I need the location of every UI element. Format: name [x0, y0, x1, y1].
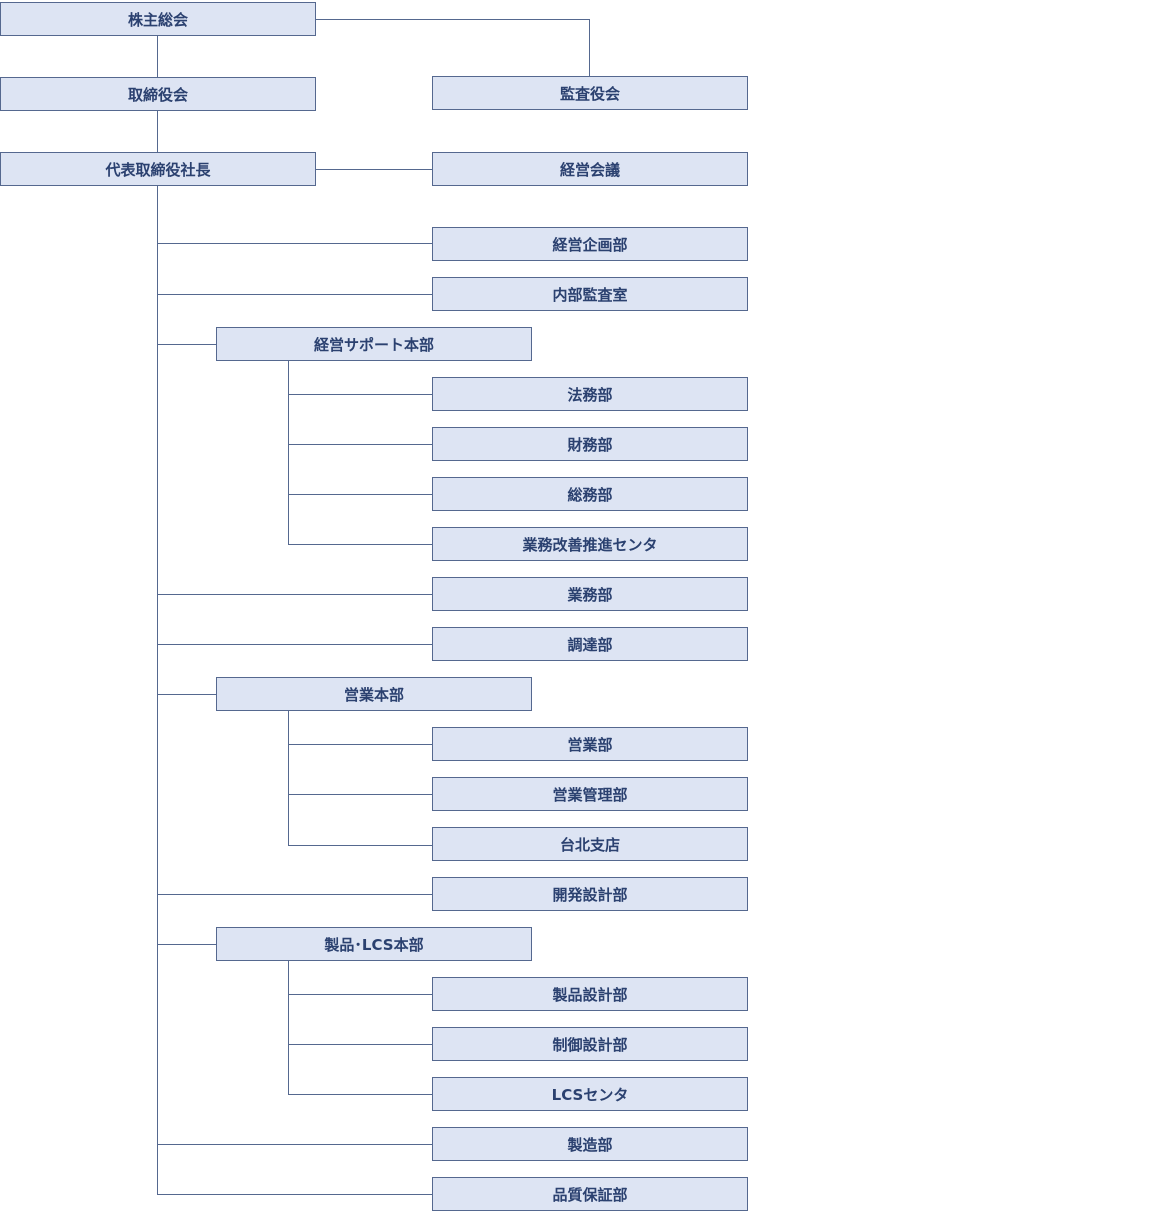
connector-line — [589, 19, 590, 76]
connector-line — [288, 1094, 432, 1095]
connector-line — [157, 111, 158, 152]
connector-line — [288, 494, 432, 495]
connector-line — [288, 361, 289, 544]
node-development-design: 開発設計部 — [432, 877, 748, 911]
node-sales-management: 営業管理部 — [432, 777, 748, 811]
connector-line — [288, 744, 432, 745]
node-management-support-hq: 経営サポート本部 — [216, 327, 532, 361]
node-product-design: 製品設計部 — [432, 977, 748, 1011]
connector-line — [316, 169, 432, 170]
node-lcs-center: LCSセンタ — [432, 1077, 748, 1111]
connector-line — [288, 961, 289, 1094]
node-audit-board: 監査役会 — [432, 76, 748, 110]
node-board-of-directors: 取締役会 — [0, 77, 316, 111]
node-taipei-branch: 台北支店 — [432, 827, 748, 861]
connector-line — [288, 544, 432, 545]
node-operations: 業務部 — [432, 577, 748, 611]
node-internal-audit: 内部監査室 — [432, 277, 748, 311]
connector-line — [157, 644, 432, 645]
node-legal: 法務部 — [432, 377, 748, 411]
node-general-affairs: 総務部 — [432, 477, 748, 511]
node-sales: 営業部 — [432, 727, 748, 761]
connector-line — [157, 344, 216, 345]
connector-line — [288, 845, 432, 846]
node-sales-hq: 営業本部 — [216, 677, 532, 711]
connector-line — [157, 36, 158, 77]
connector-line — [157, 694, 216, 695]
connector-line — [157, 294, 432, 295]
node-business-improvement-center: 業務改善推進センタ — [432, 527, 748, 561]
connector-line — [316, 19, 590, 20]
connector-line — [157, 243, 432, 244]
node-procurement: 調達部 — [432, 627, 748, 661]
connector-line — [288, 711, 289, 845]
node-finance: 財務部 — [432, 427, 748, 461]
node-management-meeting: 経営会議 — [432, 152, 748, 186]
connector-line — [288, 394, 432, 395]
node-control-design: 制御設計部 — [432, 1027, 748, 1061]
node-product-lcs-hq: 製品･LCS本部 — [216, 927, 532, 961]
node-manufacturing: 製造部 — [432, 1127, 748, 1161]
connector-trunk-line — [157, 186, 158, 1194]
node-president: 代表取締役社長 — [0, 152, 316, 186]
connector-line — [157, 1144, 432, 1145]
node-corporate-planning: 経営企画部 — [432, 227, 748, 261]
connector-line — [288, 1044, 432, 1045]
connector-line — [288, 794, 432, 795]
connector-line — [157, 894, 432, 895]
connector-line — [157, 944, 216, 945]
connector-line — [157, 1194, 432, 1195]
node-shareholders-meeting: 株主総会 — [0, 2, 316, 36]
connector-line — [288, 444, 432, 445]
connector-line — [288, 994, 432, 995]
connector-line — [157, 594, 432, 595]
node-quality-assurance: 品質保証部 — [432, 1177, 748, 1211]
